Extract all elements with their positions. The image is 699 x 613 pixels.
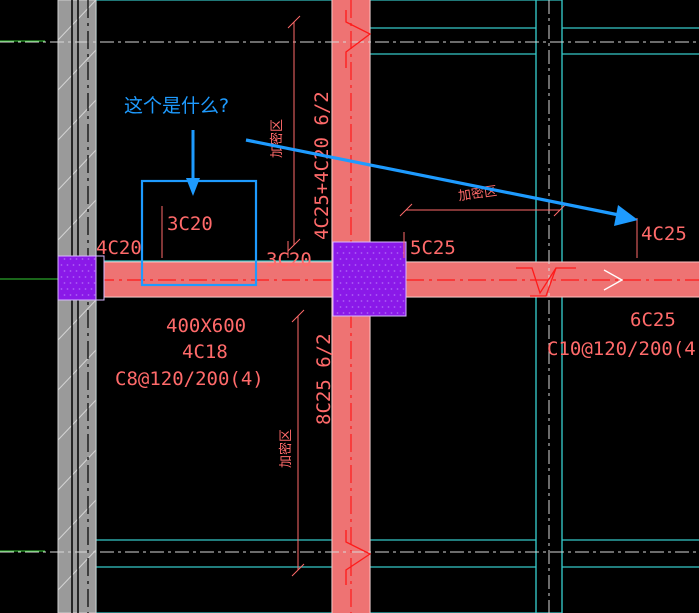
annotation-question: 这个是什么? [124, 95, 229, 117]
beam-bottom-bars-label: 4C18 [182, 341, 228, 363]
rebar-label-top-left: 4C20 [96, 237, 142, 259]
beam-bottom-label-right: 6C25 [630, 309, 676, 331]
columns [57, 241, 407, 317]
densified-zone-tag-lower: 加密区 [278, 429, 294, 468]
column-hatch [60, 246, 405, 314]
rebar-label-support-right: 5C25 [410, 237, 456, 259]
beam-stirrup-label-right: C10@120/200(4) [547, 338, 699, 360]
break-symbols [345, 10, 624, 585]
beam-section-label: 400X600 [166, 315, 246, 337]
arrow-icon [186, 130, 200, 196]
arrow-icon [245, 138, 638, 226]
column-rebar-label-upper: 4C25+4C20 6/2 [311, 91, 333, 240]
beam-stirrup-label: C8@120/200(4) [115, 368, 264, 390]
beam-labels: 4C20 3C20 3C20 400X600 4C18 C8@120/200(4… [96, 213, 699, 390]
rebar-label-callout: 3C20 [167, 213, 213, 235]
vertical-labels: 4C25+4C20 6/2 8C25 6/2 [311, 91, 335, 425]
rebar-label-support: 3C20 [266, 249, 312, 271]
column-left-edge [95, 255, 105, 301]
annotation-highlight-box [140, 179, 258, 287]
column-rebar-label-lower: 8C25 6/2 [313, 333, 335, 425]
rebar-label-end: 4C25 [641, 223, 687, 245]
column-left [57, 255, 97, 301]
beam-center-lines [96, 0, 699, 613]
column-center [332, 241, 407, 317]
densified-zone-tag-upper: 加密区 [269, 119, 285, 158]
user-annotation: 这个是什么? [124, 95, 638, 287]
shear-wall [57, 0, 97, 613]
rebar-extent-lines [161, 15, 638, 577]
secondary-beam-outline [535, 0, 563, 613]
